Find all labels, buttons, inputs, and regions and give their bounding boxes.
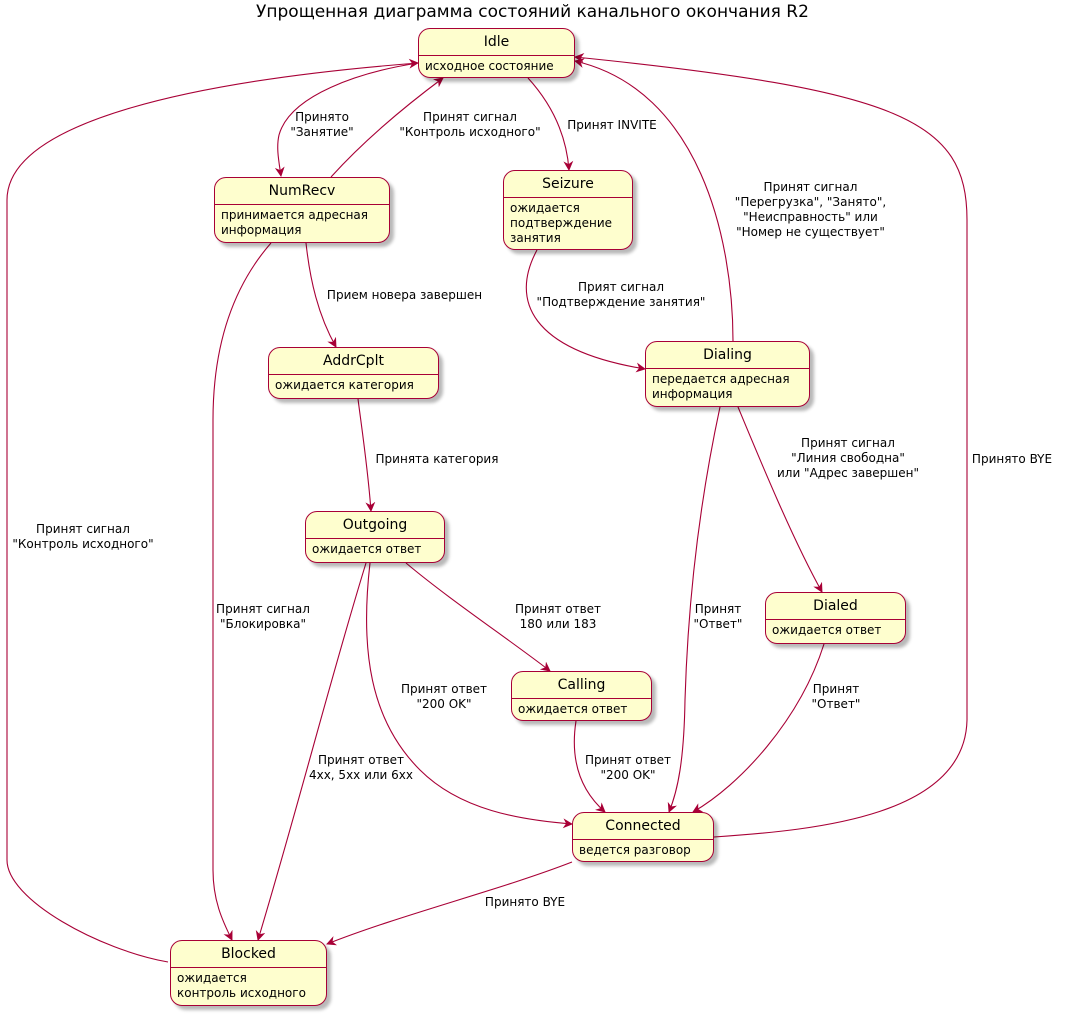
label-dialing-dialed: Принят сигнал "Линия свободна" или "Адре… — [776, 436, 920, 480]
state-desc: исходное состояние — [425, 59, 554, 73]
state-name: Dialing — [646, 342, 809, 369]
label-dialing-connected: Принят "Ответ" — [693, 602, 743, 631]
label-numrecv-idle: Принят сигнал "Контроль исходного" — [399, 110, 541, 139]
state-desc: ожидается ответ — [518, 702, 628, 716]
edge-blocked-idle — [6, 58, 419, 963]
label-outgoing-connected: Принят ответ "200 OK" — [400, 682, 488, 711]
state-name: Blocked — [171, 941, 326, 968]
edge-outgoing-connected — [366, 562, 573, 829]
state-name: Idle — [419, 29, 574, 56]
state-desc: ожидается подтверждение занятия — [510, 201, 613, 245]
state-dialing: Dialing передается адресная информация — [645, 341, 810, 407]
state-name: Outgoing — [306, 512, 444, 539]
label-idle-seizure: Принят INVITE — [567, 118, 657, 132]
state-desc: ожидается категория — [275, 378, 414, 392]
label-dialed-connected: Принят "Ответ" — [811, 682, 861, 711]
state-desc: принимается адресная информация — [221, 208, 368, 237]
state-desc: ожидается ответ — [312, 542, 422, 556]
state-desc: ожидается контроль исходного — [177, 971, 306, 1000]
label-calling-connected: Принят ответ "200 OK" — [584, 753, 672, 782]
label-seizure-dialing: Прият сигнал "Подтверждение занятия" — [536, 280, 706, 309]
label-numrecv-addrcplt: Прием новера завершен — [326, 288, 483, 302]
state-name: Connected — [573, 813, 713, 840]
label-numrecv-blocked: Принят сигнал "Блокировка" — [216, 602, 310, 631]
state-blocked: Blocked ожидается контроль исходного — [170, 940, 327, 1006]
label-connected-blocked: Принято BYE — [484, 895, 566, 909]
edge-dialing-dialed — [737, 406, 823, 593]
state-connected: Connected ведется разговор — [572, 812, 714, 862]
label-connected-idle: Принято BYE — [971, 452, 1053, 466]
edge-seizure-dialing — [525, 249, 646, 373]
state-name: Dialed — [766, 593, 905, 620]
state-desc: передается адресная информация — [652, 372, 790, 401]
edge-connected-idle — [574, 52, 968, 838]
state-addrcplt: AddrCplt ожидается категория — [268, 347, 439, 399]
edge-numrecv-addrcplt — [305, 242, 337, 348]
state-name: NumRecv — [215, 178, 389, 205]
edge-connected-blocked — [326, 861, 573, 946]
state-idle: Idle исходное состояние — [418, 28, 575, 78]
edge-dialing-idle — [574, 58, 734, 342]
edge-idle-seizure — [527, 77, 574, 171]
label-addrcplt-outgoing: Принята категория — [375, 452, 499, 466]
label-idle-numrecv: Принято "Занятие" — [290, 110, 354, 139]
state-outgoing: Outgoing ожидается ответ — [305, 511, 445, 563]
state-name: Calling — [512, 672, 651, 699]
state-numrecv: NumRecv принимается адресная информация — [214, 177, 390, 243]
edge-dialed-connected — [692, 643, 825, 813]
label-blocked-idle: Принят сигнал "Контроль исходного" — [12, 522, 154, 551]
state-desc: ожидается ответ — [772, 623, 882, 637]
state-name: Seizure — [504, 171, 632, 198]
edge-calling-connected — [573, 720, 606, 813]
edge-idle-numrecv — [274, 62, 419, 177]
diagram-title: Упрощенная диаграмма состояний канальног… — [256, 2, 809, 22]
edge-outgoing-blocked — [255, 562, 367, 941]
state-dialed: Dialed ожидается ответ — [765, 592, 906, 644]
state-seizure: Seizure ожидается подтверждение занятия — [503, 170, 633, 250]
edge-outgoing-calling — [405, 562, 551, 672]
state-calling: Calling ожидается ответ — [511, 671, 652, 721]
label-dialing-idle: Принят сигнал "Перегрузка", "Занято", "Н… — [734, 180, 887, 239]
label-outgoing-blocked: Принят ответ 4xx, 5xx или 6xx — [308, 753, 414, 782]
state-name: AddrCplt — [269, 348, 438, 375]
state-desc: ведется разговор — [579, 843, 691, 857]
edge-dialing-connected — [667, 406, 721, 813]
label-outgoing-calling: Принят ответ 180 или 183 — [514, 602, 602, 631]
edge-numrecv-blocked — [212, 242, 272, 941]
edge-numrecv-idle — [330, 77, 444, 178]
edge-addrcplt-outgoing — [357, 398, 376, 512]
